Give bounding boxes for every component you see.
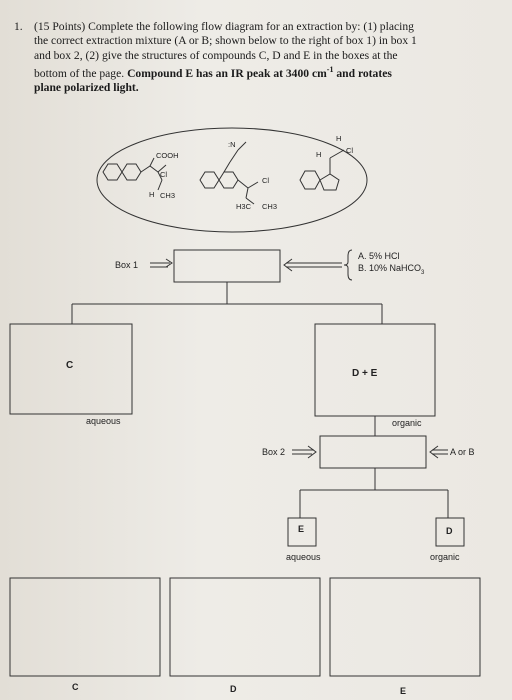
s1-h-label: H — [149, 190, 155, 199]
s3-h-label: H — [316, 150, 322, 159]
s3-cl-label: Cl — [346, 146, 354, 155]
structure-2 — [199, 141, 259, 205]
organic-label-2: organic — [430, 552, 460, 562]
question-number: 1. — [14, 20, 23, 33]
s1-cl-label: Cl — [160, 170, 168, 179]
reagent-b-text: B. 10% NaHCO — [358, 263, 422, 273]
bottom-c-label: C — [72, 682, 79, 692]
question-line-5: plane polarized light. — [34, 81, 494, 95]
reagent-b: B. 10% NaHCO3 — [358, 263, 424, 276]
answer-box-e[interactable] — [329, 577, 481, 677]
s3-h-top-label: H — [336, 134, 342, 143]
question-line-1: (15 Points) Complete the following flow … — [34, 20, 414, 33]
question-line-4-bold-end: and rotates — [336, 67, 392, 81]
s2-cl-label: Cl — [262, 176, 270, 185]
box-1-label: Box 1 — [115, 260, 139, 270]
question-line-3: and box 2, (2) give the structures of co… — [34, 48, 398, 62]
s2-ch3-label: CH3 — [262, 202, 278, 211]
box-e-small[interactable] — [287, 517, 317, 547]
question-text: 1. (15 Points) Complete the following fl… — [14, 20, 494, 96]
question-superscript: -1 — [326, 65, 334, 75]
box-c[interactable] — [9, 323, 133, 415]
s1-ch3-label: CH3 — [160, 191, 176, 200]
organic-label-1: organic — [392, 418, 422, 428]
reagent-b-sub: 3 — [421, 269, 425, 276]
box-2-label: Box 2 — [262, 447, 286, 457]
question-line-5-bold: plane polarized light. — [34, 81, 139, 95]
question-line-4: bottom of the page. Compound E has an IR… — [34, 63, 494, 81]
aqueous-label-2: aqueous — [286, 552, 321, 562]
s2-h3c-label: H3C — [236, 202, 252, 211]
answer-box-d[interactable] — [169, 577, 321, 677]
box-d-e-label: D + E — [352, 368, 378, 379]
a-or-b-label: A or B — [450, 447, 475, 457]
structure-1 — [102, 157, 167, 191]
box-d-small-label: D — [446, 526, 453, 536]
box-e-small-label: E — [298, 524, 305, 534]
box-d-small[interactable] — [435, 517, 465, 547]
question-line-4-pre: bottom of the page. — [34, 67, 125, 81]
bottom-d-label: D — [230, 684, 237, 694]
s1-cooh-label: COOH — [156, 151, 179, 160]
bottom-e-label: E — [400, 686, 407, 696]
answer-box-c[interactable] — [9, 577, 161, 677]
s2-n-label: :N — [228, 140, 236, 149]
question-line-2: the correct extraction mixture (A or B; … — [34, 34, 417, 48]
box-c-label: C — [66, 360, 74, 371]
box-1[interactable] — [173, 249, 281, 283]
reagent-a: A. 5% HCl — [358, 251, 400, 261]
question-line-4-bold: Compound E has an IR peak at 3400 cm — [127, 67, 327, 81]
mixture-ellipse — [96, 127, 368, 233]
box-2[interactable] — [319, 435, 427, 469]
structure-3 — [299, 149, 345, 191]
aqueous-label-1: aqueous — [86, 416, 121, 426]
